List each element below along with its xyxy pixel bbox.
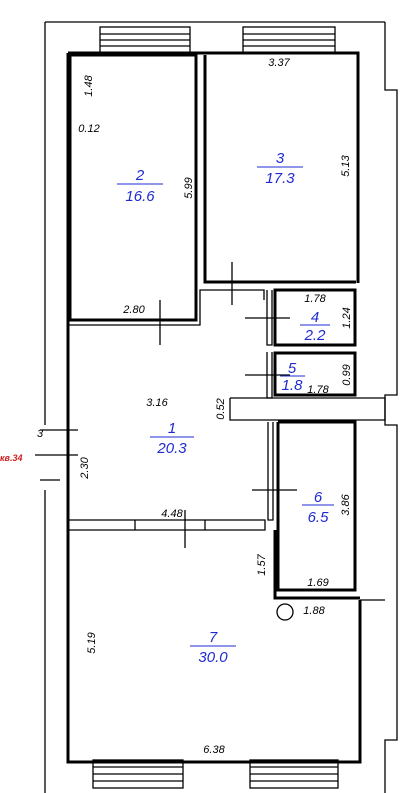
window-bottom-right	[249, 759, 339, 789]
dimension-label: 1.78	[307, 384, 329, 396]
room-area: 30.0	[198, 649, 228, 666]
room-number: 7	[209, 629, 218, 646]
dimension-label: 1.88	[303, 605, 325, 617]
dimension-label: 6.38	[203, 744, 225, 756]
room-area: 16.6	[125, 188, 155, 205]
room-5-label: 5 1.8	[280, 360, 305, 394]
dimension-label: 0.99	[341, 364, 353, 385]
dimension-label: 3.86	[340, 493, 352, 515]
dimension-label: 2.80	[122, 304, 145, 316]
room-area: 2.2	[304, 327, 327, 344]
dimension-label: 1.24	[341, 307, 353, 328]
dimension-label: 1.69	[307, 577, 328, 589]
dimension-label: 1.57	[256, 553, 268, 575]
dimension-label: 5.19	[86, 632, 98, 653]
dimension-label: 5.99	[183, 177, 195, 198]
dimension-label: 1.48	[83, 74, 95, 96]
room-7-label: 7 30.0	[190, 629, 236, 666]
door-marks	[35, 262, 297, 548]
window-top-right	[242, 26, 336, 54]
riser-circle	[276, 603, 294, 621]
entrance-mark: 3	[37, 428, 44, 440]
dimension-label: 5.13	[340, 154, 352, 176]
room-6-label: 6 6.5	[302, 489, 334, 526]
room-area: 1.8	[282, 377, 304, 394]
dimension-label: 1.78	[304, 293, 326, 305]
room-area: 17.3	[265, 170, 295, 187]
room-number: 1	[168, 420, 176, 437]
room-area: 20.3	[156, 440, 187, 457]
room-number: 2	[135, 167, 145, 184]
room-number: 5	[288, 360, 297, 377]
window-top-left	[99, 26, 191, 54]
room-number: 3	[276, 150, 285, 167]
dimension-label: 0.12	[78, 123, 99, 135]
window-bottom-left	[92, 759, 184, 789]
apartment-label: кв.34	[0, 453, 23, 463]
room-3-label: 3 17.3	[257, 150, 303, 187]
room-number: 6	[314, 489, 323, 506]
room-4-label: 4 2.2	[300, 309, 330, 344]
room-1-label: 1 20.3	[150, 420, 194, 457]
room-number: 4	[311, 309, 319, 326]
room-area: 6.5	[308, 509, 330, 526]
dimension-label: 2.30	[79, 456, 91, 479]
dimension-label: 3.37	[268, 57, 290, 69]
room-2-label: 2 16.6	[117, 167, 163, 205]
dimensions: 1.48 0.12 5.99 2.80 3.37 5.13 1.78 1.24 …	[78, 57, 353, 756]
dimension-label: 0.52	[215, 398, 227, 419]
dimension-label: 4.48	[161, 508, 183, 520]
dimension-label: 3.16	[146, 397, 168, 409]
